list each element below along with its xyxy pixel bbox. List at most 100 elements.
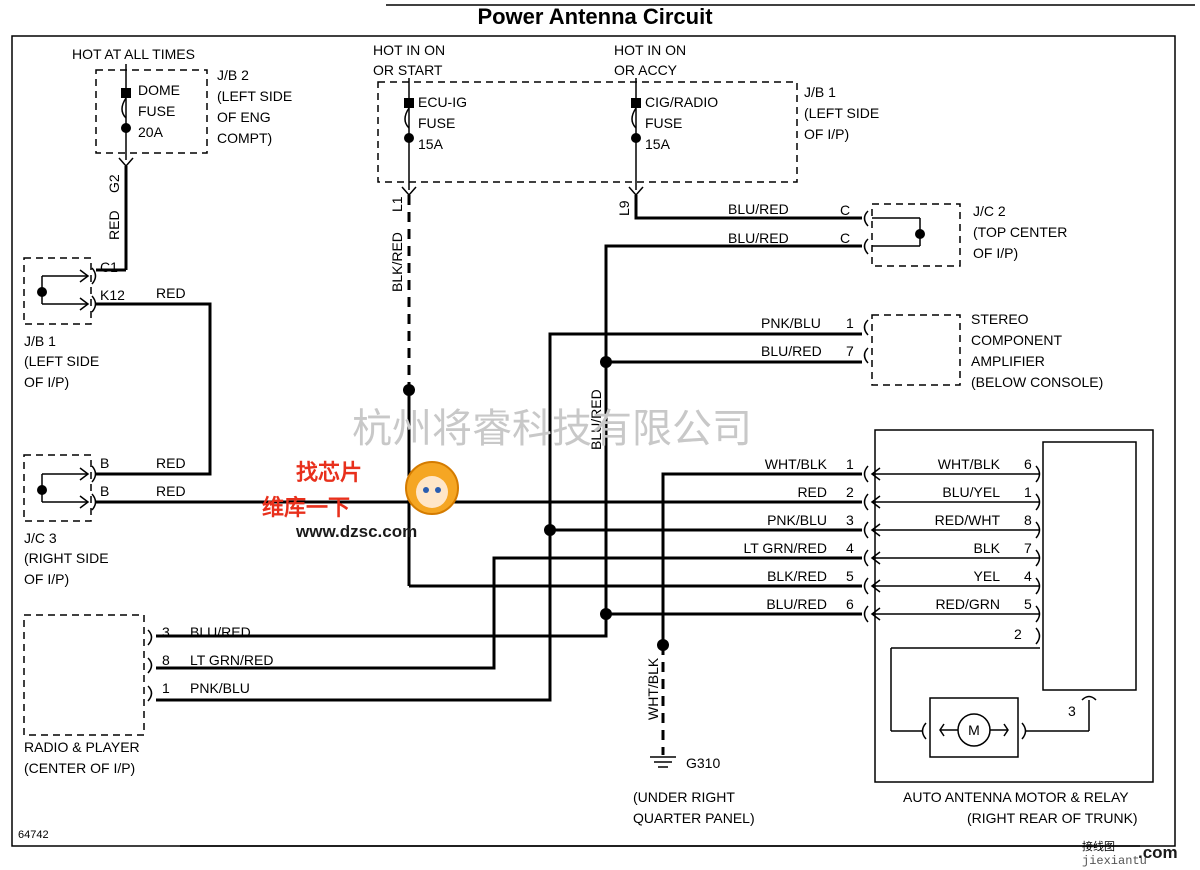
arrow-icon [79, 467, 90, 481]
motor-housing [929, 697, 1019, 758]
connector-bracket-icon [91, 267, 97, 285]
jc3-junction-connector: B B J/C 3 (RIGHT SIDE OF I/P) RED RED [23, 454, 186, 587]
connector-bracket-icon [91, 465, 97, 483]
splice-dot [544, 524, 556, 536]
diagram-title: Power Antenna Circuit [477, 4, 713, 29]
connector-bracket-icon [863, 549, 869, 567]
ground-location2: QUARTER PANEL) [633, 810, 755, 826]
motor-left-pin: 1 [846, 456, 854, 472]
wire-label-pnk-blu-amp: PNK/BLU [761, 315, 821, 331]
arrow-icon [939, 723, 945, 737]
motor-left-pin: 2 [846, 484, 854, 500]
amp-location: (BELOW CONSOLE) [971, 374, 1103, 390]
fuse-element-icon [631, 107, 637, 129]
motor-right-wire-label: WHT/BLK [938, 456, 1001, 472]
connector-bracket-icon [863, 493, 869, 511]
jc3-name: J/C 3 [24, 530, 57, 546]
logo-line1: 找芯片 [296, 461, 362, 486]
watermark: 杭州将睿科技有限公司 找芯片 维库一下 www.dzsc.com 接线图 .co… [262, 406, 1178, 868]
motor-right-wire-label: RED/WHT [935, 512, 1001, 528]
radio-pin-3: 3 [162, 624, 170, 640]
mascot-eye-icon [435, 487, 441, 493]
hot-on-accy-line2: OR ACCY [614, 62, 678, 78]
jc2-location1: (TOP CENTER [973, 224, 1067, 240]
ecu-ig-fuse-line1: ECU-IG [418, 94, 467, 110]
jc2-pin-c1: C [840, 202, 850, 218]
motor-left-wire-label: LT GRN/RED [744, 540, 828, 556]
ground-g310: G310 (UNDER RIGHT QUARTER PANEL) [633, 755, 755, 826]
connector-bracket-icon [1035, 627, 1041, 645]
connector-bracket-icon [863, 465, 869, 483]
jc2-junction-connector: C C J/C 2 (TOP CENTER OF I/P) [840, 202, 1067, 267]
relay-pin-3: 3 [1068, 703, 1076, 719]
connector-bracket-icon [1081, 695, 1097, 701]
connector-bracket-icon [863, 238, 869, 255]
radio-location: (CENTER OF I/P) [24, 760, 135, 776]
wire-label-blu-red-amp: BLU/RED [761, 343, 822, 359]
jb2-name: J/B 2 [217, 67, 249, 83]
relay-pin-2: 2 [1014, 626, 1022, 642]
connector-bracket-icon [863, 347, 869, 364]
wire-label-red-g2: RED [106, 210, 122, 240]
figure-id: 64742 [18, 829, 49, 841]
jc3-pin-b2: B [100, 483, 109, 499]
radio-name: RADIO & PLAYER [24, 739, 140, 755]
wire-red-k12 [96, 302, 212, 476]
motor-right-pin: 1 [1024, 484, 1032, 500]
ground-name: G310 [686, 755, 720, 771]
wire-wht-blk [661, 472, 862, 645]
jb1-left-location2: OF I/P) [24, 374, 69, 390]
motor-left-wire-label: BLU/RED [766, 596, 827, 612]
jb2-location2: OF ENG [217, 109, 271, 125]
jc2-location2: OF I/P) [973, 245, 1018, 261]
wire-lt-grn-red [156, 556, 862, 670]
jb1-top-box [377, 81, 798, 183]
fuse-terminal-icon [631, 133, 641, 143]
connector-bracket-icon [863, 577, 869, 595]
jb1-left-box [23, 257, 92, 325]
amp-name1: STEREO [971, 311, 1029, 327]
fuse-terminal-icon [121, 123, 131, 133]
dome-fuse-line2: FUSE [138, 103, 175, 119]
wire-label-wht-blk-ground: WHT/BLK [645, 657, 661, 720]
wire-blu-red-trunk [156, 244, 862, 638]
connector-bracket-icon [147, 657, 153, 674]
jb1-left-location1: (LEFT SIDE [24, 353, 99, 369]
wire-label-radio-1: PNK/BLU [190, 680, 250, 696]
ecu-ig-fuse-line2: FUSE [418, 115, 455, 131]
amp-name2: COMPONENT [971, 332, 1062, 348]
arrow-icon [79, 269, 90, 283]
jc2-pin-c2: C [840, 230, 850, 246]
motor-right-wire-label: BLK [974, 540, 1001, 556]
dome-fuse-line3: 20A [138, 124, 164, 140]
connector-bracket-icon [863, 319, 869, 336]
motor-right-pin: 5 [1024, 596, 1032, 612]
fuse-terminal-icon [404, 133, 414, 143]
jc2-name: J/C 2 [973, 203, 1006, 219]
fuse-element-icon [404, 107, 410, 129]
fuse-terminal-icon [404, 98, 414, 108]
connector-bracket-icon [1035, 605, 1041, 623]
connector-bracket-icon [147, 629, 153, 646]
splice-dot [600, 608, 612, 620]
jb2-location3: COMPT) [217, 130, 272, 146]
connector-bracket-icon [921, 722, 927, 740]
cig-radio-fuse-line1: CIG/RADIO [645, 94, 718, 110]
jb1-left-name: J/B 1 [24, 333, 56, 349]
connector-bracket-icon [1035, 493, 1041, 511]
motor-left-pin: 6 [846, 596, 854, 612]
corner-watermark-com: .com [1138, 843, 1178, 862]
splice-dot [915, 229, 925, 239]
connector-bracket-icon [1021, 722, 1027, 740]
motor-left-wire-label: PNK/BLU [767, 512, 827, 528]
motor-right-pin: 8 [1024, 512, 1032, 528]
amp-pin-1: 1 [846, 315, 854, 331]
fuse-terminal-icon [121, 88, 131, 98]
connector-bracket-icon [1035, 549, 1041, 567]
radio-pin-1: 1 [162, 680, 170, 696]
motor-right-pin: 6 [1024, 456, 1032, 472]
fuse-element-icon [121, 97, 127, 119]
arrow-icon [79, 297, 90, 311]
splice-dot [403, 384, 415, 396]
